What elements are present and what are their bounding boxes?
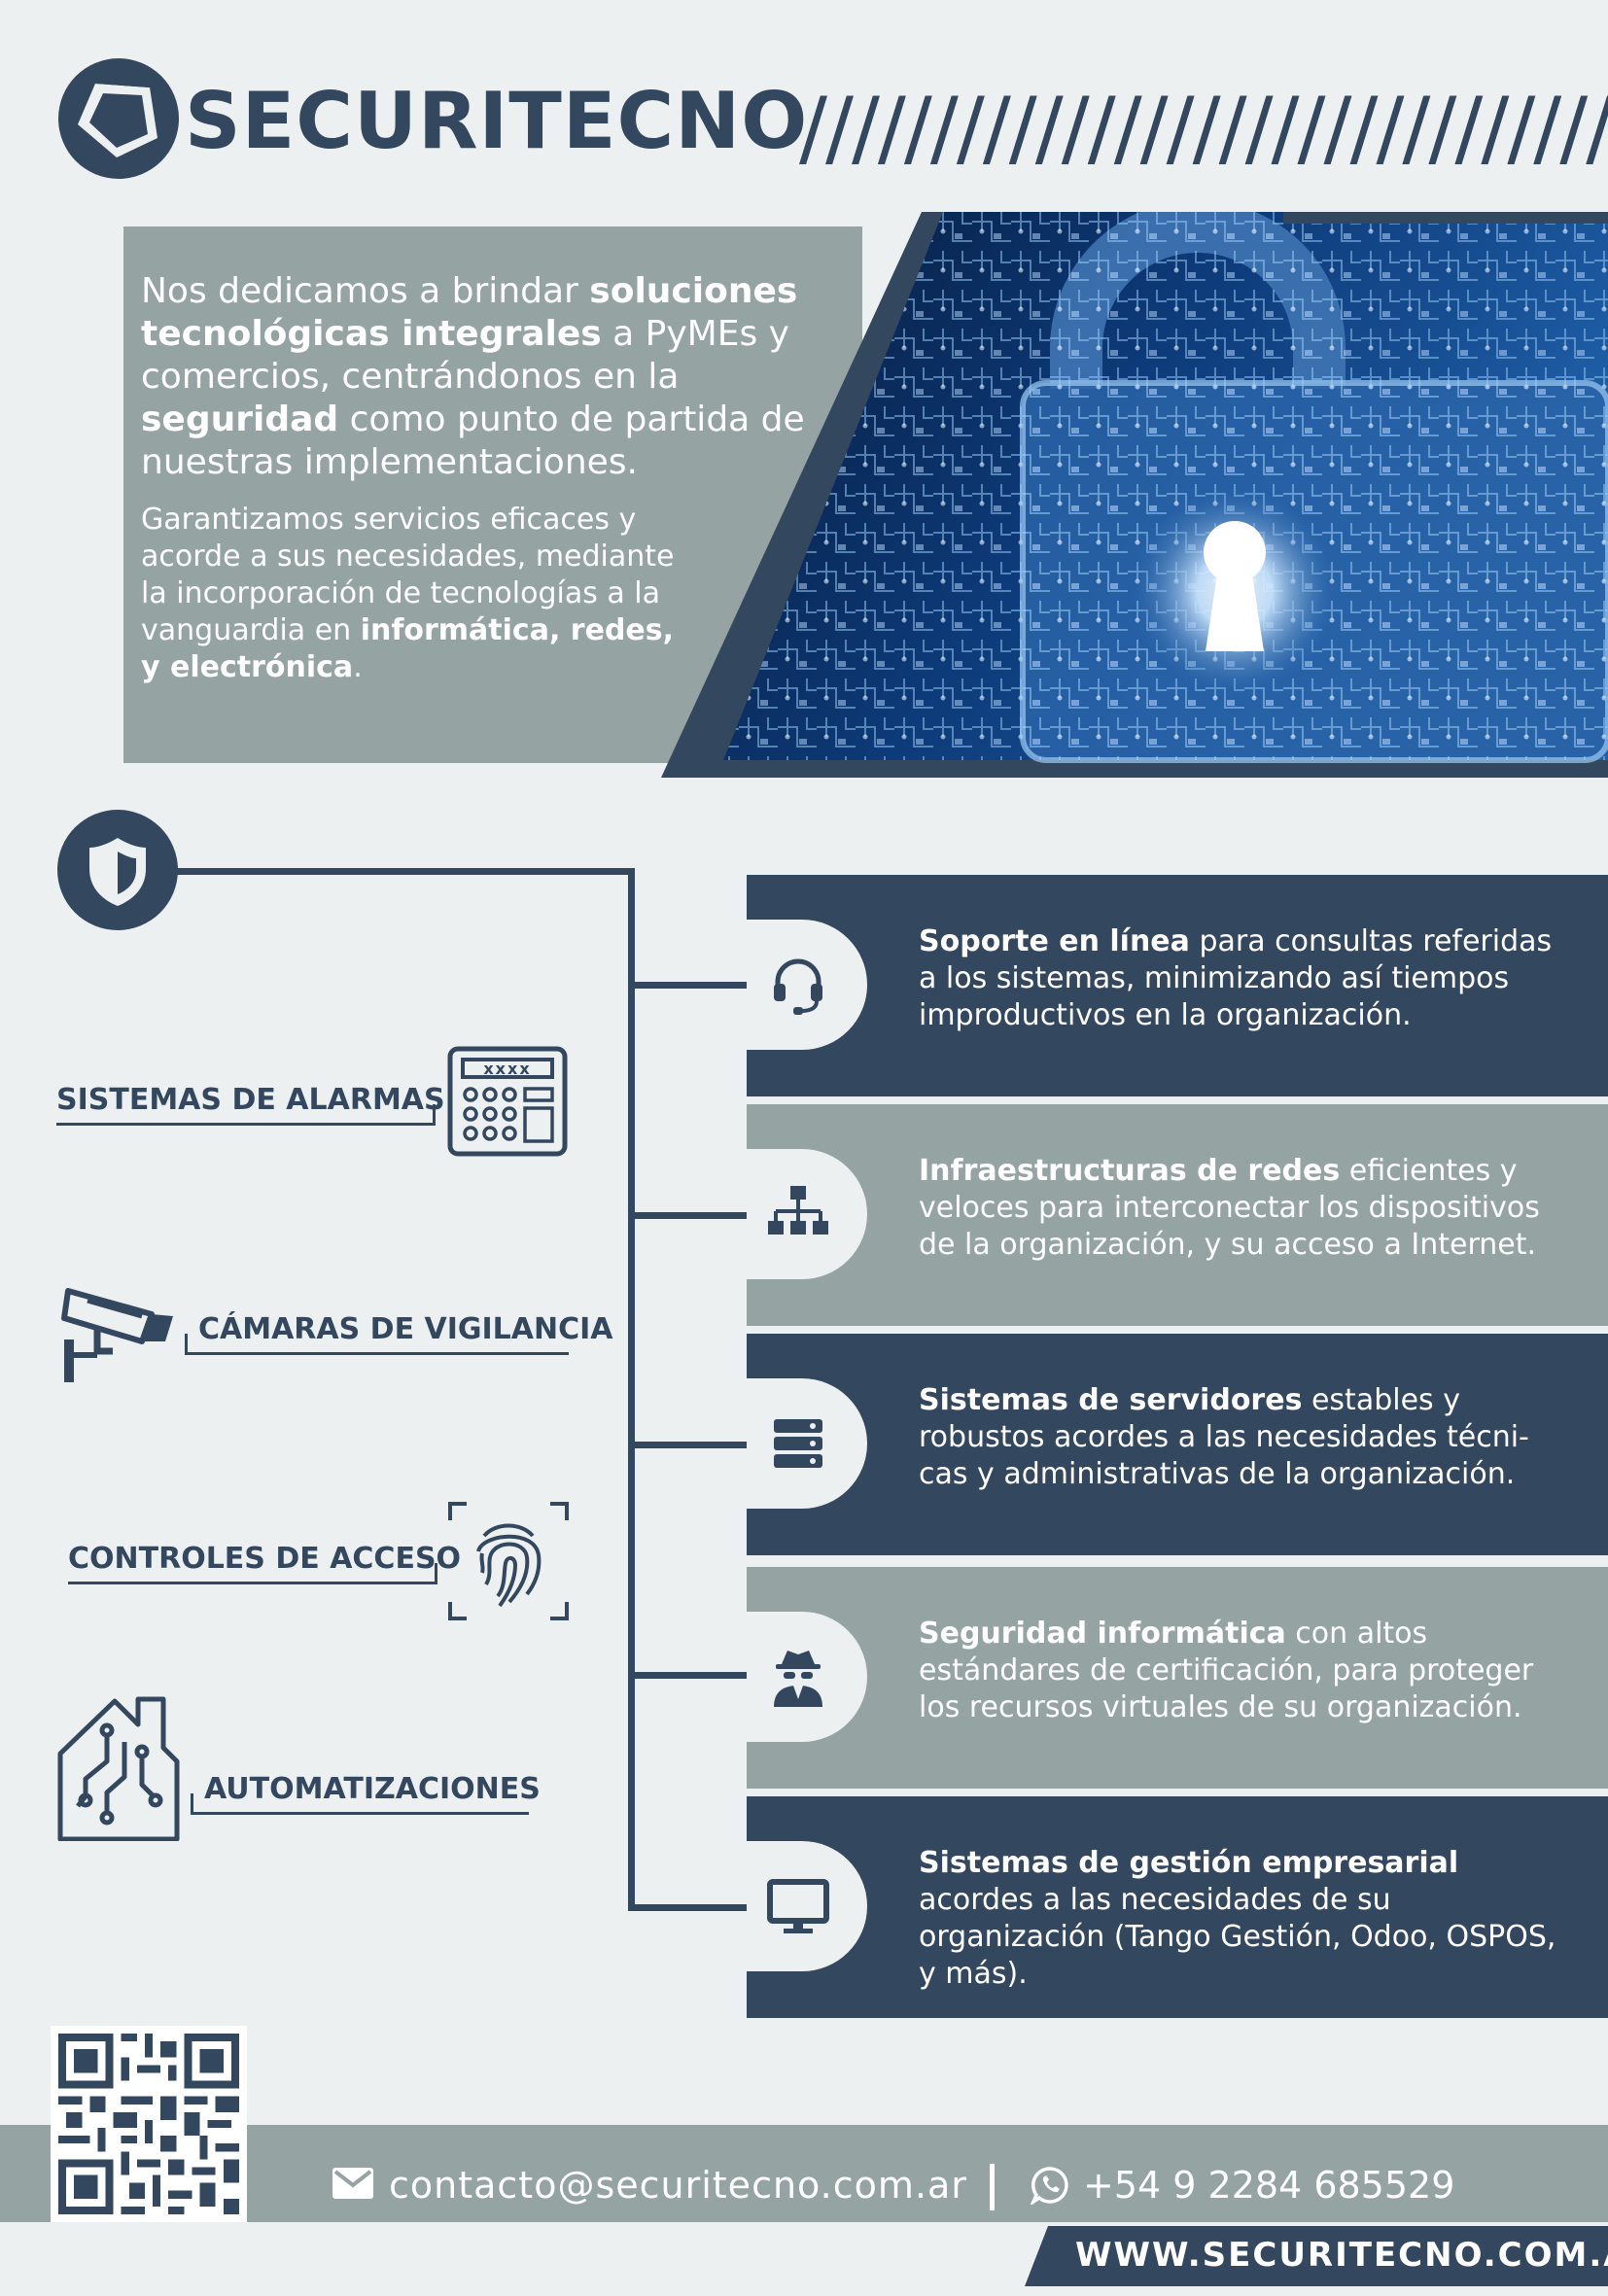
category-automation-label: AUTOMATIZACIONES [204, 1772, 541, 1806]
website-link[interactable]: WWW.SECURITECNO.COM.AR [1075, 2236, 1608, 2275]
service-row-security: Seguridad informática con altos estándar… [747, 1567, 1608, 1789]
bold-text-run: informática, redes, y electrónica [141, 613, 675, 684]
label-tick [435, 1563, 437, 1584]
service-text: Sistemas de servidores estables y robust… [919, 1383, 1529, 1491]
tree-branch-3 [628, 1442, 749, 1448]
service-icon-badge [747, 920, 867, 1050]
shield-icon [57, 810, 178, 930]
server-icon [774, 1419, 822, 1468]
service-icon-badge [747, 1612, 867, 1742]
service-text: Sistemas de gestión empresarial acordes … [919, 1846, 1556, 1991]
intro-sub-text: Garantizamos servicios eficaces y acorde… [141, 502, 685, 686]
tree-branch-1 [628, 982, 749, 989]
label-tick [185, 1334, 188, 1355]
category-access-label: CONTROLES DE ACCESO [68, 1542, 462, 1576]
service-icon-badge [747, 1378, 867, 1509]
alarm-keypad-icon: xxxx [447, 1046, 568, 1157]
label-underline [68, 1582, 437, 1584]
text-run: Nos dedicamos a brindar [141, 271, 590, 311]
footer-contact-bar [0, 2125, 1608, 2222]
label-underline [191, 1812, 529, 1815]
text-run: . [353, 650, 363, 684]
service-text: Soporte en línea para consultas referida… [919, 924, 1553, 1032]
bold-text-run: seguridad [141, 400, 339, 439]
service-text: Infraestructuras de redes eficientes y v… [919, 1154, 1540, 1262]
text-run: como punto de partida de nuestras implem… [141, 400, 805, 482]
bold-text-run: soluciones tecnológicas integrales [141, 271, 798, 354]
service-row-servers: Sistemas de servidores estables y robust… [747, 1334, 1608, 1555]
intro-main-text: Nos dedicamos a brindar soluciones tecno… [141, 270, 812, 484]
category-cameras-label: CÁMARAS DE VIGILANCIA [198, 1312, 613, 1346]
label-underline [185, 1352, 569, 1355]
padlock-circuit-image [661, 212, 1608, 778]
tree-branch-4 [628, 1672, 749, 1679]
whatsapp-icon [1031, 2167, 1068, 2205]
tree-branch-5 [628, 1904, 749, 1911]
service-text: Seguridad informática con altos estándar… [919, 1617, 1534, 1724]
contact-divider [990, 2164, 995, 2210]
tree-branch-2 [628, 1212, 749, 1219]
contact-email[interactable]: contacto@securitecno.com.ar [389, 2164, 967, 2207]
spy-icon [774, 1651, 822, 1707]
logo-icon [58, 58, 179, 179]
monitor-icon [767, 1879, 829, 1933]
website-bar [1025, 2226, 1608, 2286]
text-run: Garantizamos servicios eficaces y acorde… [141, 503, 675, 647]
keypad-display-text: xxxx [483, 1060, 531, 1078]
category-alarms-label: SISTEMAS DE ALARMAS [56, 1083, 445, 1117]
label-underline [56, 1123, 436, 1126]
service-row-management: Sistemas de gestión empresarial acordes … [747, 1796, 1608, 2018]
service-icon-badge [747, 1841, 867, 1971]
email-icon [332, 2168, 373, 2199]
label-tick [433, 1104, 436, 1126]
service-row-support: Soporte en línea para consultas referida… [747, 875, 1608, 1096]
network-icon [768, 1186, 828, 1235]
label-tick [191, 1793, 193, 1815]
service-row-networks: Infraestructuras de redes eficientes y v… [747, 1104, 1608, 1326]
decorative-slashes: //////////////////////////////// [799, 80, 1608, 177]
service-icon-badge [747, 1149, 867, 1279]
brand-name: SECURITECNO [185, 76, 809, 166]
text-run: a PyMEs y comercios, centrándonos en la [141, 314, 789, 397]
tree-top-line [177, 868, 634, 875]
smart-home-icon [57, 1696, 180, 1841]
qr-code[interactable] [51, 2026, 247, 2222]
fingerprint-icon [448, 1502, 569, 1620]
tree-trunk-line [628, 868, 635, 1911]
security-camera-icon [61, 1288, 173, 1382]
headset-icon [774, 958, 822, 1015]
contact-phone[interactable]: +54 9 2284 685529 [1083, 2164, 1455, 2207]
